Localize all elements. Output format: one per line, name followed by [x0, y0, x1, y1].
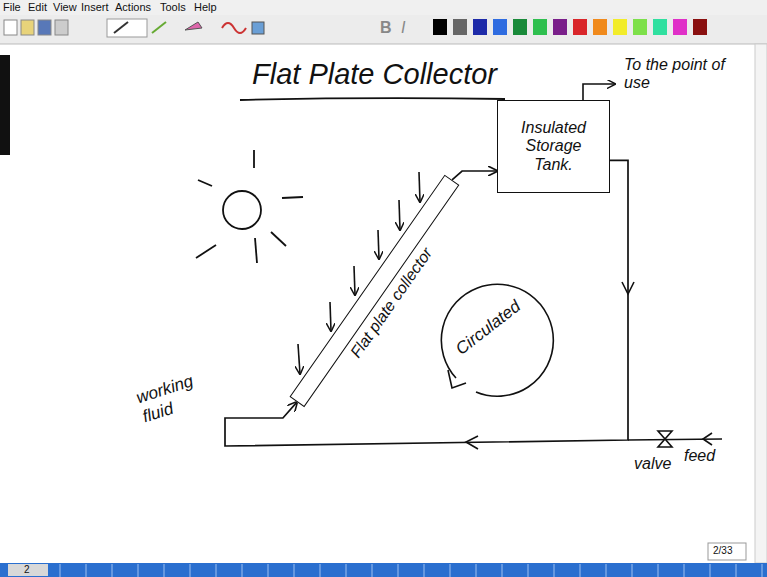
menu-item: Insert [81, 1, 109, 14]
page-counter: 2/33 [713, 545, 732, 557]
circulation-arrow [441, 284, 553, 396]
sun-symbol [196, 150, 303, 263]
page-strip-cells [60, 564, 762, 577]
menu-item: Actions [115, 1, 151, 14]
pipe-connector [452, 171, 497, 180]
page-number: 2 [24, 564, 30, 576]
feed-pipe [628, 439, 722, 440]
page-counter-box [708, 543, 746, 560]
pipe-connector [225, 160, 628, 446]
menu-bar [0, 0, 767, 15]
toolbar-icons [4, 19, 264, 37]
diagram-title: Flat Plate Collector [252, 58, 497, 91]
collector-plate [290, 175, 460, 407]
feed-label: feed [684, 447, 715, 465]
fluid-note: working fluid [134, 365, 222, 427]
menu-item: File [3, 1, 21, 14]
italic-button: I [401, 19, 405, 37]
toolbar-border [0, 44, 767, 45]
circulation-note: Circulated [452, 297, 524, 360]
title-underline [240, 98, 505, 100]
feed-arrow [703, 433, 712, 445]
page-tab [8, 564, 48, 576]
valve-label: valve [634, 455, 671, 473]
scrollbar [755, 44, 767, 563]
page-strip [0, 563, 767, 577]
storage-tank: Insulated Storage Tank. [497, 100, 610, 193]
valve-symbol [658, 431, 672, 447]
side-tab [0, 55, 10, 155]
bold-button: B [380, 19, 392, 37]
outlet-note: To the point of use [624, 56, 734, 93]
menu-item: Help [194, 1, 217, 14]
menu-item: Edit [28, 1, 47, 14]
collector-label: Flat plate collector [304, 185, 477, 419]
color-palette [433, 19, 707, 35]
outlet-pipe [583, 84, 615, 100]
menu-item: Tools [160, 1, 186, 14]
flat-plate-collector: Flat plate collector [290, 175, 477, 420]
toolbar [0, 15, 767, 44]
circulation-arrowhead [448, 370, 466, 388]
menu-item: View [53, 1, 77, 14]
tank-label: Insulated Storage Tank. [504, 119, 603, 174]
